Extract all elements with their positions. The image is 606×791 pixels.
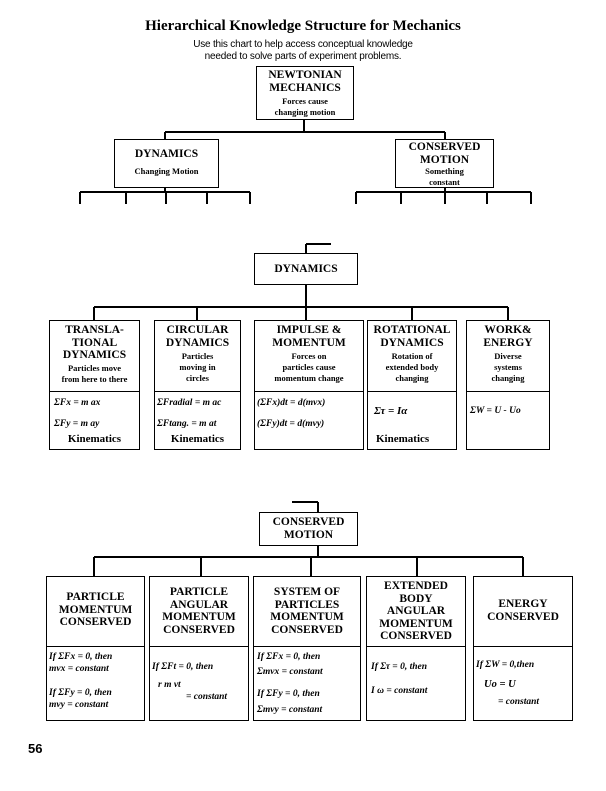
dynamics-header-box: DYNAMICS: [254, 253, 358, 285]
kinematics-label: Kinematics: [170, 433, 225, 445]
formula: Uo = U: [484, 679, 516, 690]
subtitle-line-1: Use this chart to help access conceptual…: [193, 39, 413, 50]
formula: If ΣFy = 0, then: [257, 689, 320, 699]
circular-dynamics-box: CIRCULAR DYNAMICS Particles moving in ci…: [154, 320, 241, 450]
formula: r m vt: [158, 680, 181, 690]
system-of-particles-momentum-conserved-box: SYSTEM OF PARTICLES MOMENTUM CONSERVED I…: [253, 576, 361, 721]
formula: = constant: [498, 697, 540, 707]
subtitle-line-2: needed to solve parts of experiment prob…: [204, 51, 402, 62]
formula: I ω = constant: [371, 686, 428, 696]
page-title: Hierarchical Knowledge Structure for Mec…: [145, 18, 461, 34]
work-energy-box: WORK& ENERGY Diverse systems changing ΣW…: [466, 320, 550, 450]
formula: Σmvy = constant: [257, 705, 323, 715]
dynamics-box: DYNAMICS Changing Motion: [114, 139, 219, 188]
translational-dynamics-box: TRANSLA- TIONAL DYNAMICS Particles move …: [49, 320, 140, 450]
formula: (ΣFy)dt = d(mvy): [257, 419, 325, 429]
conserved-motion-box: CONSERVED MOTION Something constant: [395, 139, 494, 188]
formula: If ΣFx = 0, then: [49, 652, 113, 662]
formula: ΣFtang. = m at: [157, 419, 217, 429]
formula: If ΣW = 0,then: [476, 660, 535, 670]
particle-momentum-conserved-box: PARTICLE MOMENTUM CONSERVED If ΣFx = 0, …: [46, 576, 145, 721]
formula: Σmvx = constant: [257, 667, 323, 677]
kinematics-label: Kinematics: [376, 433, 430, 445]
formula: = constant: [186, 692, 228, 702]
formula: ΣFx = m ax: [54, 398, 101, 408]
formula: If ΣFt = 0, then: [152, 662, 214, 672]
particle-angular-momentum-conserved-box: PARTICLE ANGULAR MOMENTUM CONSERVED If Σ…: [149, 576, 249, 721]
rotational-dynamics-box: ROTATIONAL DYNAMICS Rotation of extended…: [367, 320, 457, 450]
extended-body-angular-momentum-conserved-box: EXTENDED BODY ANGULAR MOMENTUM CONSERVED…: [366, 576, 466, 721]
formula: If Στ = 0, then: [371, 662, 428, 672]
impulse-momentum-box: IMPULSE & MOMENTUM Forces on particles c…: [254, 320, 364, 450]
formula: ΣFy = m ay: [54, 419, 100, 429]
newtonian-mechanics-box: NEWTONIAN MECHANICS Forces cause changin…: [256, 66, 354, 120]
formula: mvx = constant: [49, 664, 109, 674]
formula: If ΣFx = 0, then: [257, 652, 321, 662]
formula: (ΣFx)dt = d(mvx): [257, 398, 326, 408]
kinematics-label: Kinematics: [67, 433, 122, 445]
energy-conserved-box: ENERGY CONSERVED If ΣW = 0,then Uo = U =…: [473, 576, 573, 721]
formula: Στ = Iα: [374, 405, 408, 417]
formula: If ΣFy = 0, then: [49, 688, 112, 698]
conserved-motion-header-box: CONSERVED MOTION: [259, 512, 358, 546]
page-number: 56: [28, 741, 43, 756]
formula: mvy = constant: [49, 700, 109, 710]
formula: ΣFradial = m ac: [157, 398, 222, 408]
formula: ΣW = U - Uo: [470, 406, 521, 416]
